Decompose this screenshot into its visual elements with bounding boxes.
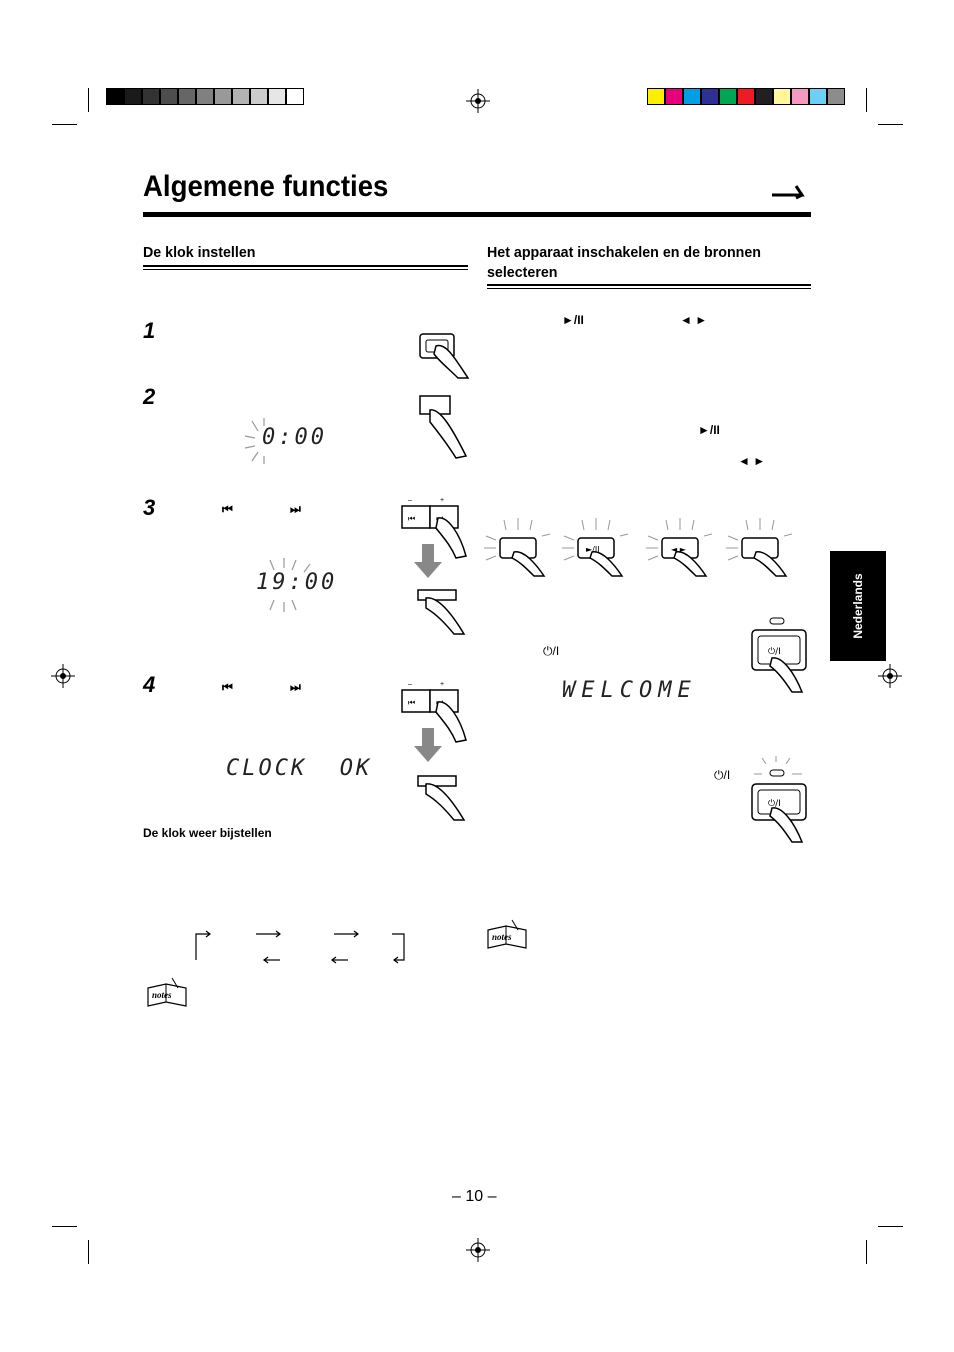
color-swatch [232,88,250,105]
svg-text:►/II: ►/II [586,545,600,554]
color-swatch [701,88,719,105]
crop-mark [52,1226,77,1227]
color-swatch [647,88,665,105]
play-pause-icon: ►/II [562,313,584,327]
step-number: 2 [143,384,156,409]
svg-text:+: + [440,681,444,688]
notes-icon: notes [487,919,527,949]
clock-button-press-icon [419,333,470,379]
step-number: 4 [143,672,156,697]
continue-arrow-icon [772,185,805,200]
flash-rays-icon [244,418,265,464]
color-swatch [268,88,286,105]
color-swatch-bar [647,88,845,105]
language-tab: Nederlands [830,551,886,661]
crop-mark [878,124,903,125]
color-swatch [827,88,845,105]
registration-target-icon [466,89,490,113]
svg-text:–: – [408,681,412,688]
cycle-diagram [195,930,405,964]
svg-text:⏮: ⏮ [408,514,415,523]
skip-buttons-press-icon: –+⏮⏭ [401,681,467,743]
power-icon: ⏻/I [714,768,731,782]
color-swatch [755,88,773,105]
power-button-press-icon: ⏻/I [751,617,807,693]
color-swatch [196,88,214,105]
color-swatch [719,88,737,105]
source-button-press-icon [484,518,551,577]
prev-icon: ⏮ [222,680,233,694]
tape-icon: ◄ ► [680,313,708,327]
power-icon: ⏻/I [543,644,560,658]
svg-text:–: – [408,497,412,504]
set-button-press-icon [417,775,466,821]
section-rule [143,265,468,270]
svg-text:⏮: ⏮ [408,698,415,707]
color-swatch [214,88,232,105]
step-number: 1 [143,318,156,343]
down-arrow-icon [414,544,442,578]
registration-target-icon [51,664,75,688]
notes-icon: notes [147,977,187,1007]
down-arrow-icon [414,728,442,762]
color-swatch [683,88,701,105]
language-tab-label: Nederlands [851,573,865,639]
crop-mark [88,1240,89,1264]
section-rule [487,284,811,289]
svg-text:⏻/I: ⏻/I [768,798,781,809]
lcd-display: 0:00 [262,425,327,450]
color-swatch [286,88,304,105]
page-number: – 10 – [452,1188,497,1205]
crop-mark [866,88,867,112]
lcd-display: WELCOME [562,678,697,703]
registration-target-icon [878,664,902,688]
color-swatch [124,88,142,105]
set-button-press-icon [417,589,466,635]
skip-buttons-press-icon: –+⏮⏭ [401,497,467,559]
color-swatch [773,88,791,105]
color-swatch [142,88,160,105]
lcd-display: 19:00 [256,570,338,595]
svg-text:notes: notes [152,990,172,1000]
color-swatch [809,88,827,105]
next-icon: ⏭ [290,680,301,694]
tape-button-press-icon: ◄ ► [646,518,713,577]
play-pause-icon: ►/II [698,423,720,437]
color-swatch [665,88,683,105]
section-heading-clock: De klok instellen [143,244,256,261]
page-title: Algemene functies [143,170,389,203]
svg-text:+: + [440,497,444,504]
color-swatch [250,88,268,105]
color-swatch [178,88,196,105]
tape-icon: ◄ ► [738,454,766,468]
color-swatch [160,88,178,105]
crop-mark [878,1226,903,1227]
color-swatch [791,88,809,105]
subheading-readjust: De klok weer bijstellen [143,826,272,840]
lcd-display: CLOCK OK [226,756,373,781]
registration-target-icon [466,1238,490,1262]
title-rule [143,212,811,217]
source-button-press-icon [726,518,793,577]
set-button-press-icon [419,395,468,459]
prev-icon: ⏮ [222,502,233,516]
power-button-press-icon: ⏻/I [751,756,807,843]
play-button-press-icon: ►/II [562,518,629,577]
gray-swatch-bar [106,88,304,105]
step-number: 3 [143,495,156,520]
section-heading-power: Het apparaat inschakelen en de bronnen s… [487,244,762,281]
color-swatch [737,88,755,105]
crop-mark [52,124,77,125]
crop-mark [88,88,89,112]
svg-text:◄ ►: ◄ ► [671,545,687,554]
color-swatch [106,88,124,105]
svg-text:⏻/I: ⏻/I [768,646,781,657]
next-icon: ⏭ [290,502,301,516]
svg-text:notes: notes [492,932,512,942]
crop-mark [866,1240,867,1264]
flash-rays-icon [269,558,311,612]
